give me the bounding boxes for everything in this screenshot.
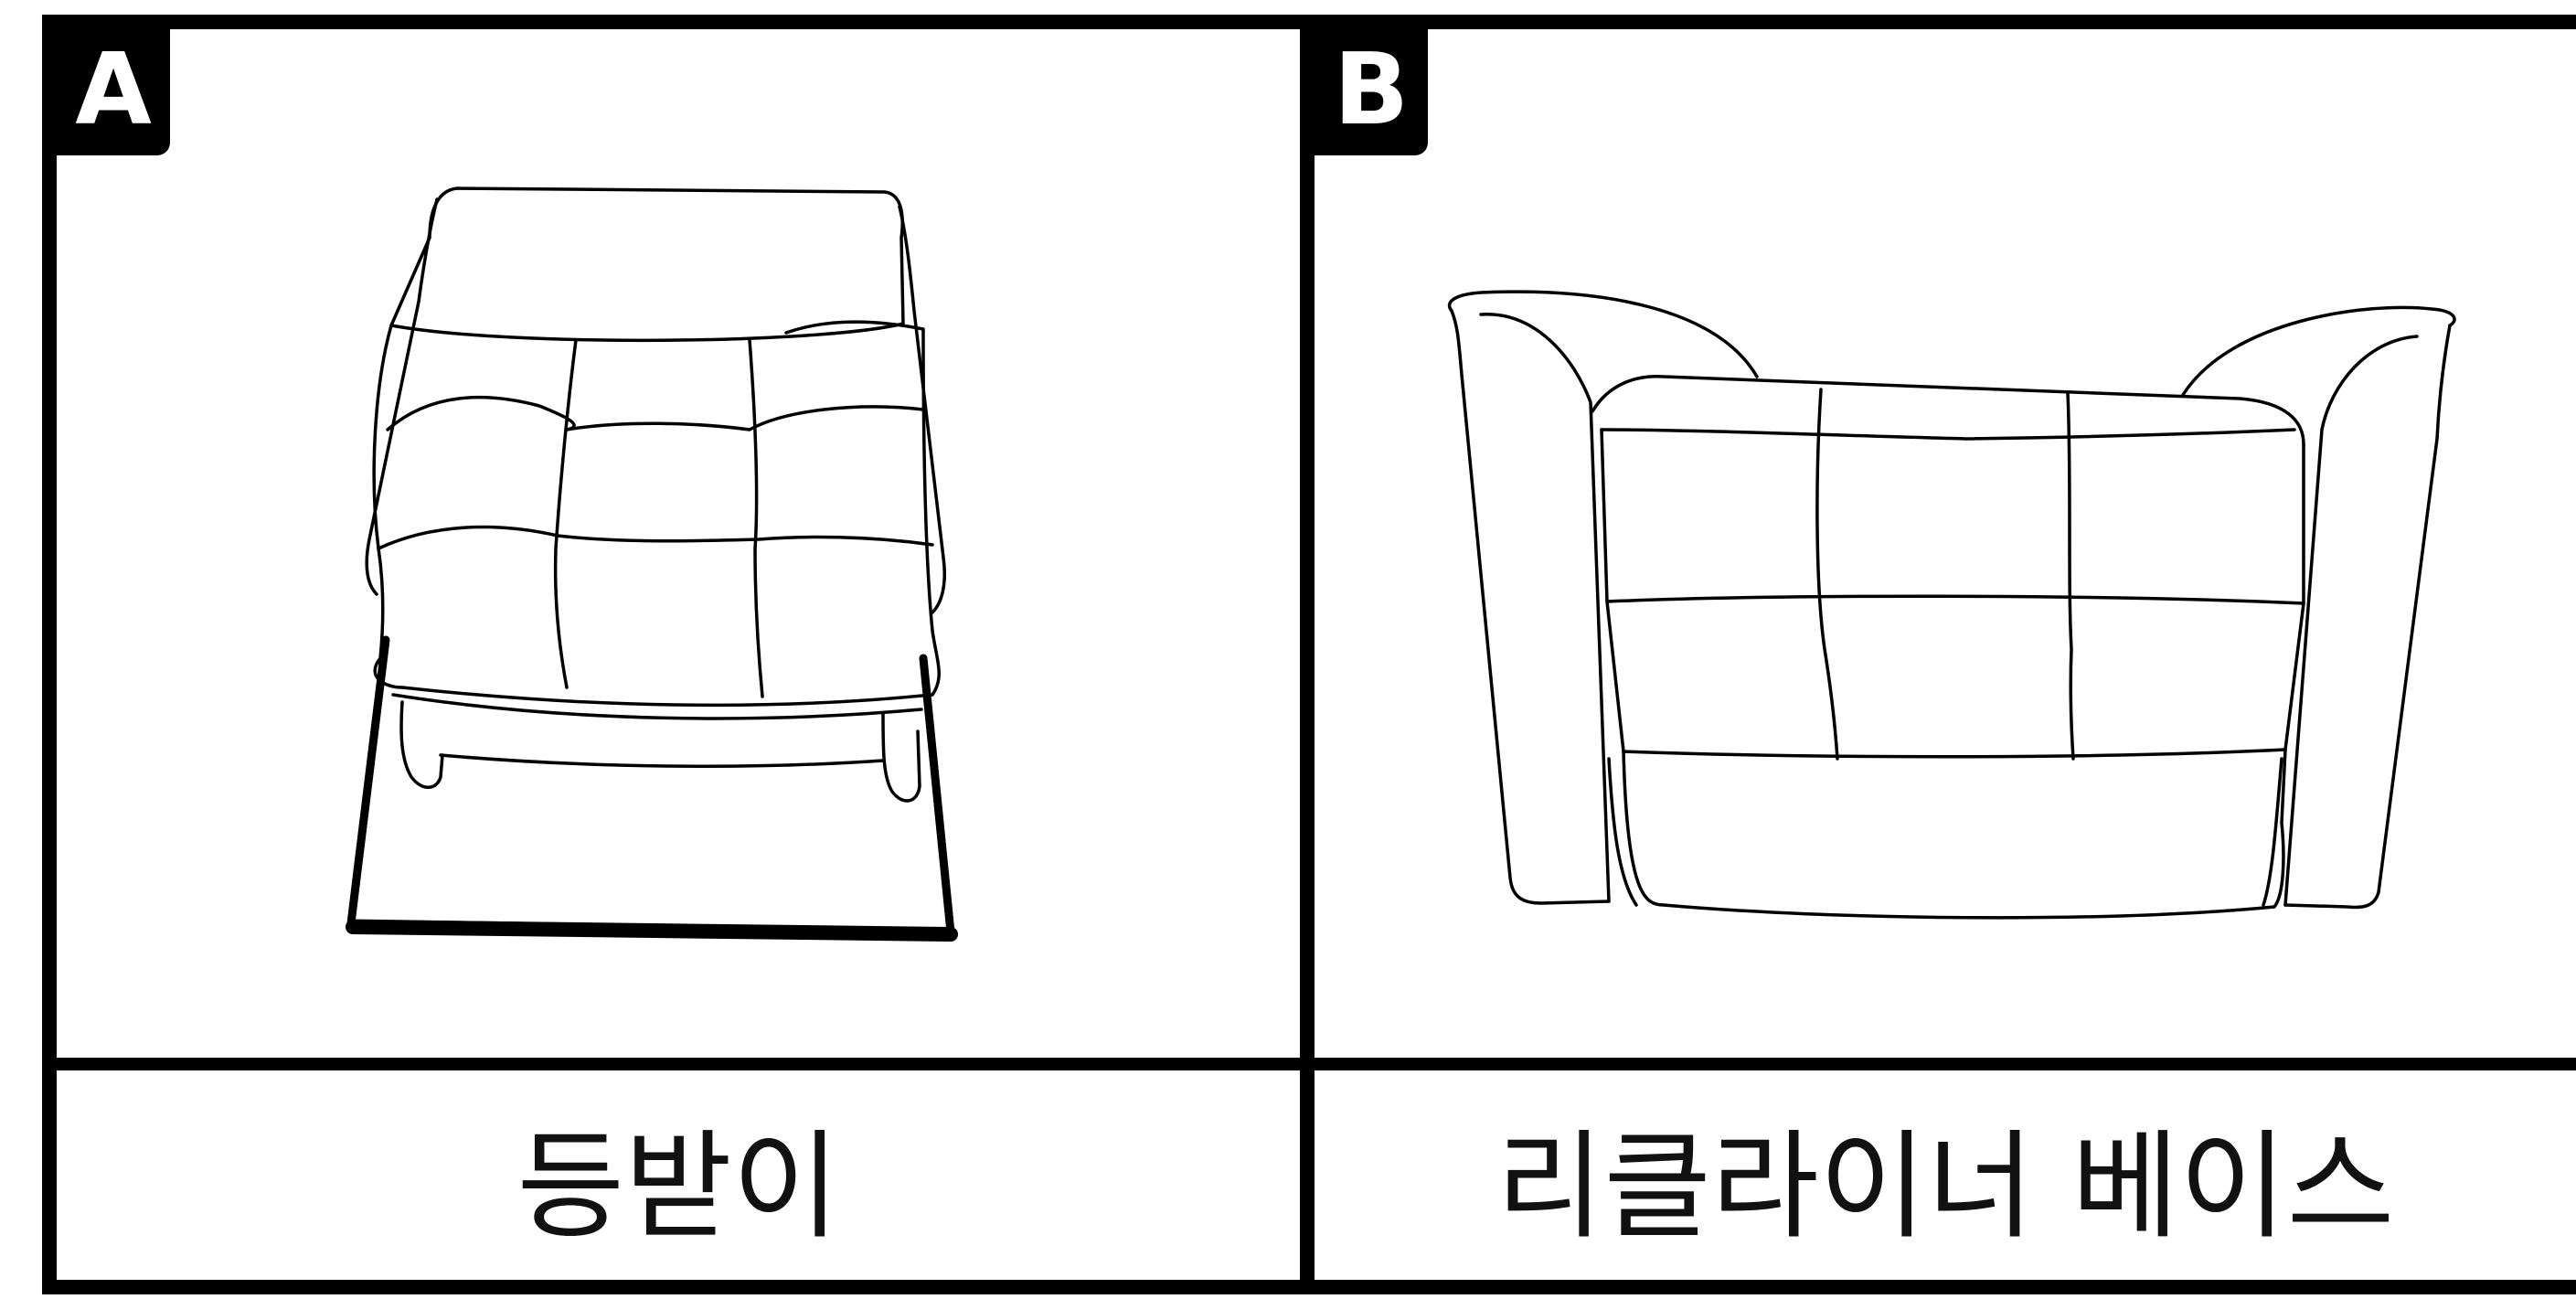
panel-a-badge: A	[57, 26, 170, 155]
caption-divider-horizontal	[42, 1058, 2576, 1070]
panel-b-caption: 리클라이너 베이스	[1496, 1118, 2395, 1255]
panel-divider-vertical	[1300, 15, 1315, 1294]
panel-b-badge: B	[1315, 26, 1428, 155]
panel-a-caption: 등받이	[516, 1118, 840, 1255]
